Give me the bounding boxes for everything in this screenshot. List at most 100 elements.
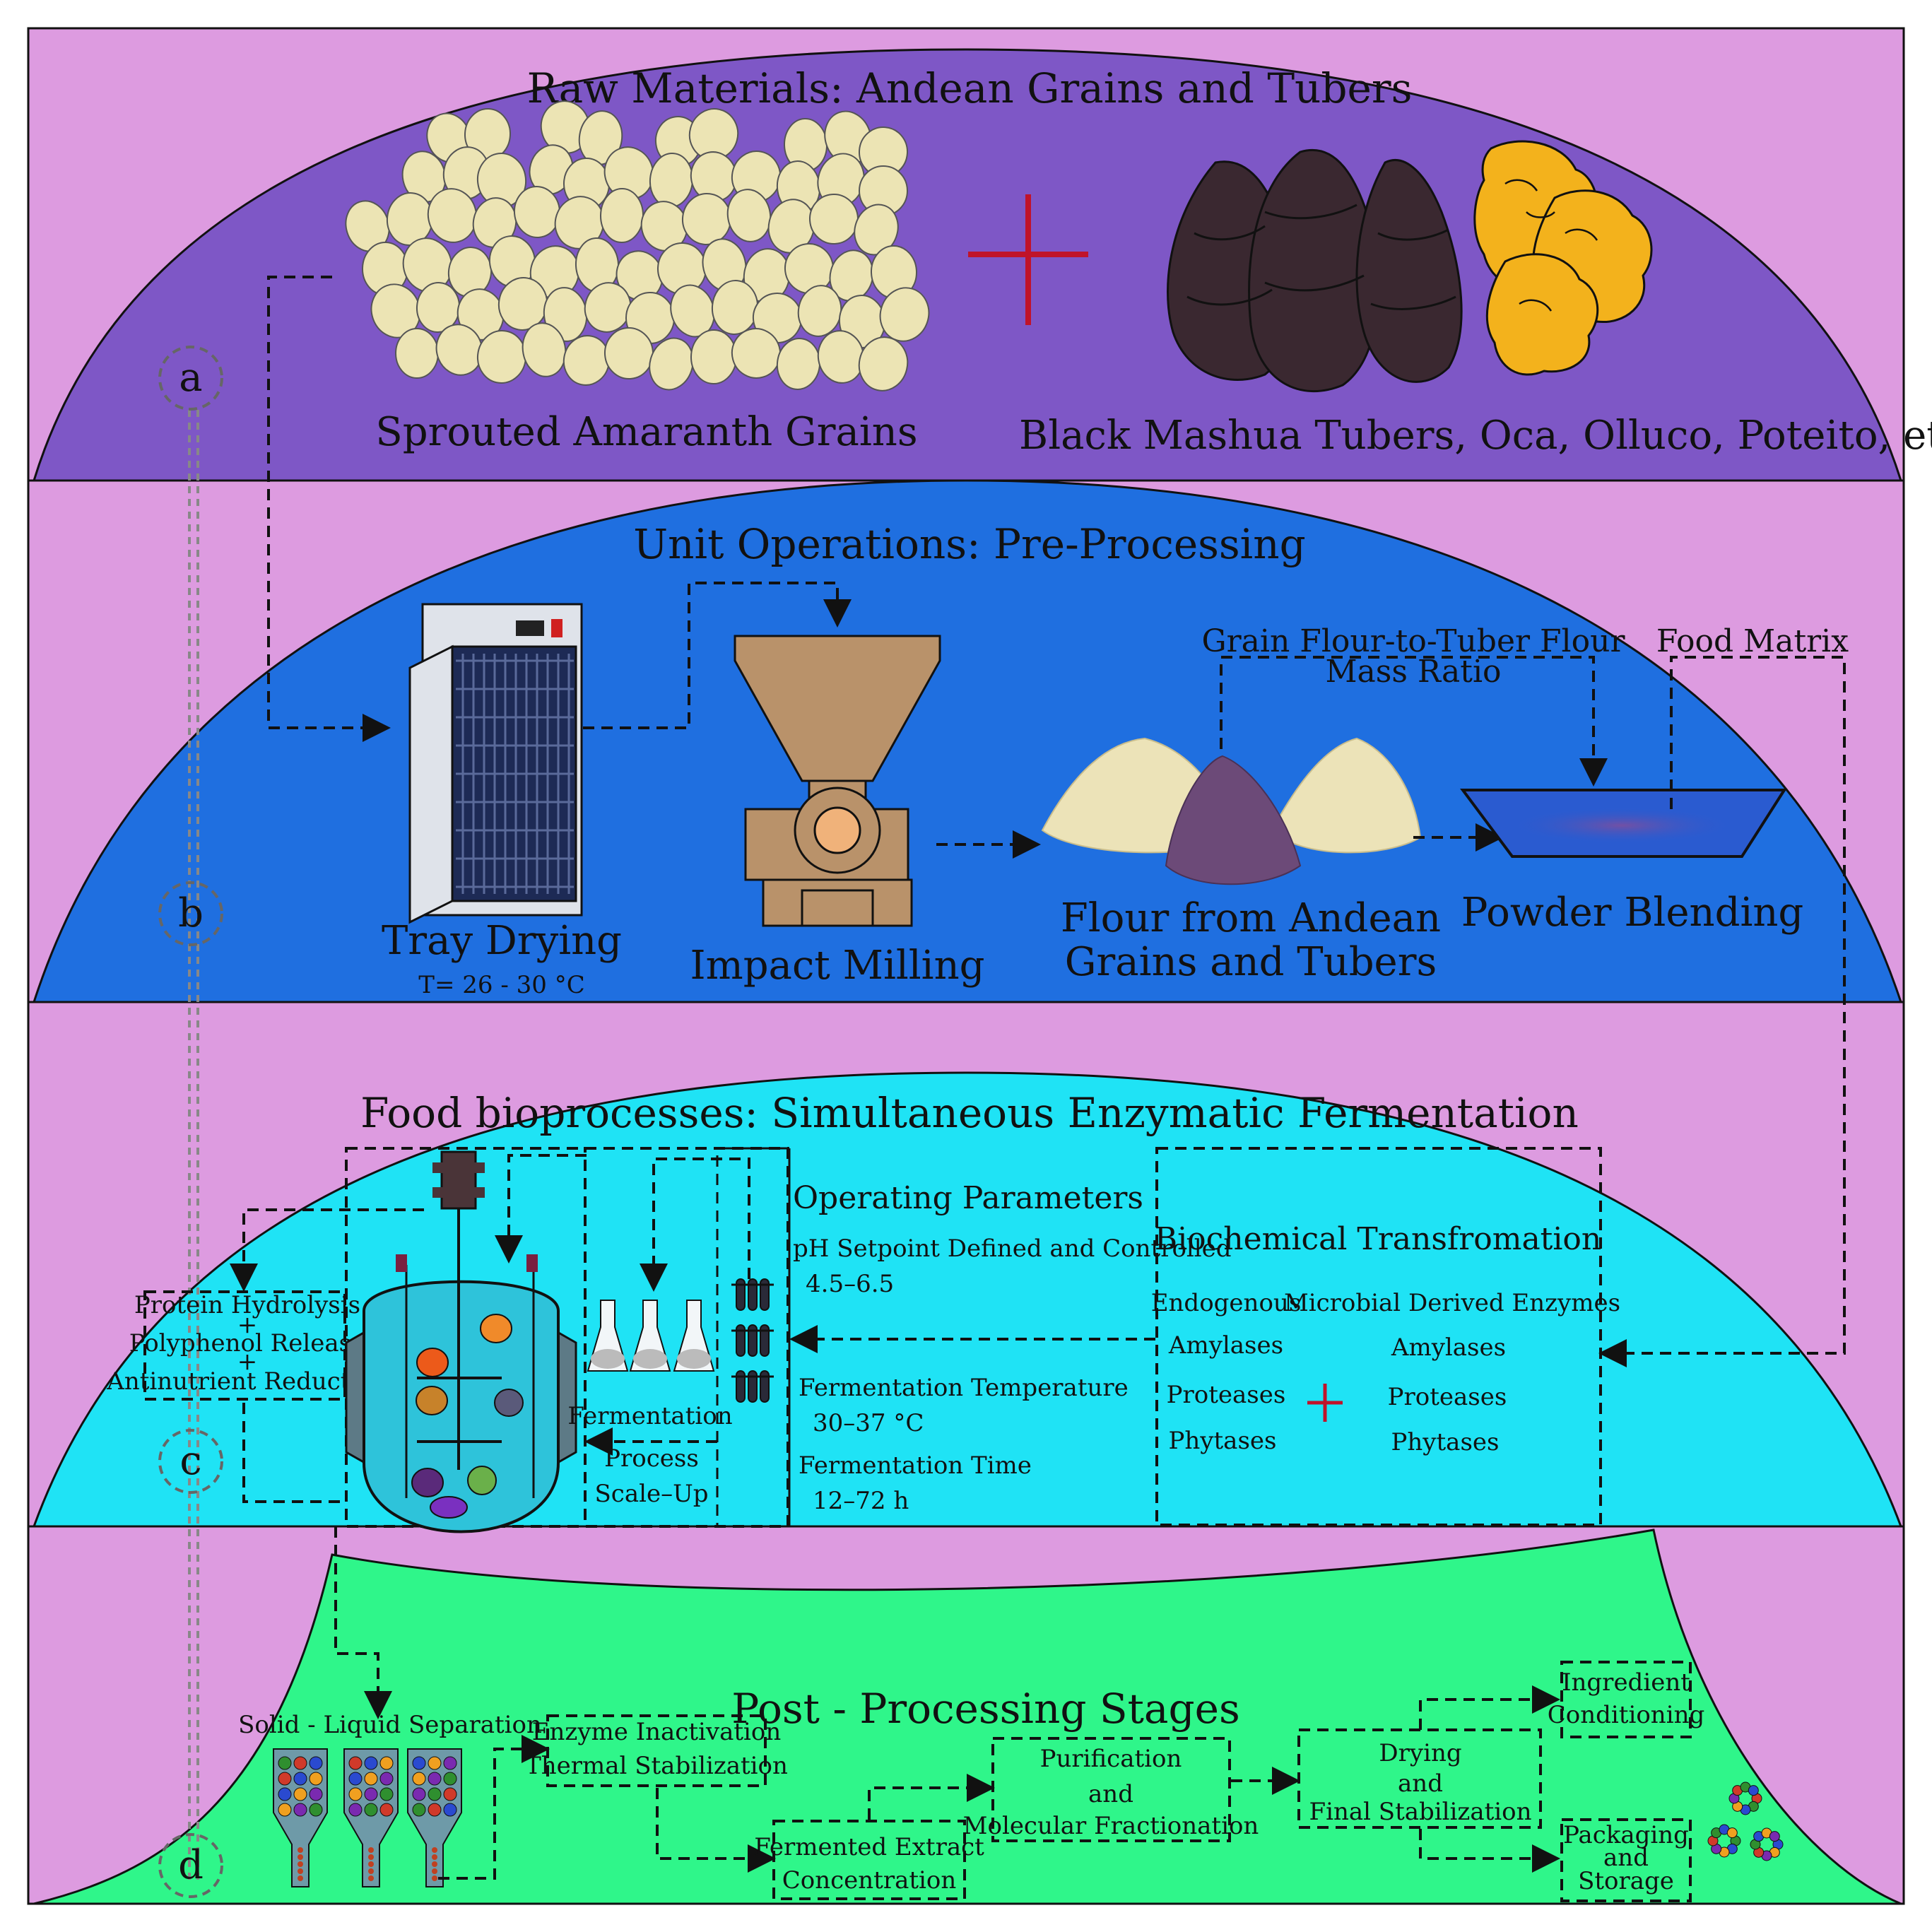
ph-label: pH Setpoint Defined and Controlled [793, 1235, 1232, 1263]
tray-dryer-illustration [408, 603, 583, 924]
svg-text:Enzyme Inactivation: Enzyme Inactivation [532, 1718, 782, 1746]
fermentation-label: Fermentation [567, 1402, 732, 1430]
test-tube [736, 1370, 746, 1403]
grains-label: Sprouted Amaranth Grains [375, 409, 917, 455]
drying-box: Drying and Final Stabilization [1297, 1728, 1542, 1829]
effects-box: Protein Hydrolysis + Polyphenol Release … [106, 1290, 388, 1401]
svg-text:a: a [179, 355, 202, 401]
ratio-label-line2: Mass Ratio [1325, 654, 1501, 690]
svg-text:Polyphenol Release: Polyphenol Release [129, 1329, 365, 1357]
test-tube [736, 1278, 746, 1311]
amaranth-grains-illustration [345, 100, 930, 391]
arrow-drying-to-packaging [1419, 1829, 1560, 1873]
black-mashua-tubers-illustration [1167, 148, 1463, 392]
test-tube [736, 1324, 746, 1357]
amaranth-grain [554, 196, 605, 249]
svg-text:Fermented Extract: Fermented Extract [754, 1833, 984, 1861]
svg-text:Proteases: Proteases [1388, 1383, 1507, 1411]
svg-text:Biochemical Transfromation: Biochemical Transfromation [1155, 1221, 1602, 1257]
packaging-box: Packaging and Storage [1560, 1818, 1692, 1902]
bioreactor-illustration [345, 1150, 577, 1533]
test-tube [760, 1278, 770, 1311]
plus-sign-raw [968, 194, 1088, 325]
svg-text:Conditioning: Conditioning [1548, 1701, 1704, 1729]
amaranth-grain [603, 327, 654, 379]
amaranth-grain [690, 329, 738, 384]
arrow-dryer-to-mill [583, 582, 852, 729]
amaranth-grain [731, 328, 782, 379]
svg-text:Endogenous: Endogenous [1151, 1289, 1302, 1317]
post-processing-dome [33, 1528, 1902, 1905]
svg-text:Storage: Storage [1578, 1867, 1674, 1895]
svg-text:Amylases: Amylases [1391, 1333, 1506, 1362]
ingredient-box: Ingredient Conditioning [1548, 1661, 1704, 1738]
svg-text:Protein Hydrolysis: Protein Hydrolysis [134, 1291, 360, 1319]
arrow-tubes-to-flasks [640, 1158, 750, 1292]
purification-box: Purification and Molecular Fractionation [963, 1737, 1259, 1842]
scaleup-box [584, 1147, 789, 1528]
tubers-label: Black Mashua Tubers, Oca, Olluco, Poteit… [1019, 413, 1932, 459]
temp-label: Fermentation Temperature [799, 1374, 1129, 1402]
product-molecules-illustration [1707, 1781, 1784, 1861]
amaranth-grain [854, 204, 899, 256]
svg-text:Drying: Drying [1379, 1739, 1461, 1767]
amaranth-grain [522, 322, 567, 377]
time-value: 12–72 h [813, 1487, 909, 1515]
scaleup-label-line1: Process [604, 1444, 699, 1473]
marker-a: a [158, 346, 223, 411]
ratio-bracket [1220, 656, 1608, 787]
biochemical-box: Biochemical Transfromation Endogenous Mi… [1151, 1147, 1620, 1526]
svg-text:Molecular Fractionation: Molecular Fractionation [963, 1812, 1259, 1840]
test-tube [748, 1324, 758, 1357]
impact-mill-illustration [734, 635, 941, 927]
arrow-flask-to-reactor [495, 1154, 587, 1264]
flour-label-line2: Grains and Tubers [1065, 939, 1437, 985]
bio-title: Food bioprocesses: Simultaneous Enzymati… [360, 1089, 1579, 1137]
svg-text:Antinutrient Reduction: Antinutrient Reduction [106, 1367, 387, 1396]
arrow-drying-to-ingredient [1419, 1685, 1560, 1730]
svg-text:and: and [1088, 1780, 1133, 1808]
amaranth-grain [649, 337, 694, 391]
marker-d: d [158, 1833, 223, 1898]
ratio-label-line1: Grain Flour-to-Tuber Flour [1202, 623, 1626, 659]
svg-text:Concentration: Concentration [782, 1866, 957, 1895]
svg-text:Final Stabilization: Final Stabilization [1309, 1798, 1531, 1826]
svg-text:d: d [178, 1842, 204, 1888]
svg-text:Amylases: Amylases [1168, 1331, 1283, 1360]
svg-text:Thermal Stabilization: Thermal Stabilization [525, 1752, 788, 1780]
post-title: Post - Processing Stages [731, 1685, 1239, 1733]
test-tube [760, 1370, 770, 1403]
pre-title: Unit Operations: Pre-Processing [633, 520, 1305, 568]
arrow-reactor-to-separation [334, 1526, 392, 1719]
tray-drying-label: Tray Drying [382, 918, 622, 964]
amaranth-grain [858, 336, 909, 391]
amaranth-grain [472, 197, 517, 248]
food-matrix-line [1598, 656, 1846, 1367]
svg-text:b: b [178, 890, 204, 936]
arrow-inactivation-to-concentration [656, 1788, 776, 1873]
inactivation-box: Enzyme Inactivation Thermal Stabilizatio… [525, 1714, 788, 1787]
raw-title: Raw Materials: Andean Grains and Tubers [527, 64, 1413, 112]
marker-c: c [158, 1429, 223, 1494]
culture-tubes-illustration [731, 1278, 774, 1403]
temp-value: 30–37 °C [813, 1409, 924, 1437]
arrow-separation-to-inactivation [438, 1735, 550, 1880]
concentration-box: Fermented Extract Concentration [754, 1820, 984, 1900]
flour-label-line1: Flour from Andean [1061, 895, 1441, 941]
amaranth-grain [395, 328, 439, 379]
svg-text:Proteases: Proteases [1167, 1381, 1286, 1409]
svg-text:Phytases: Phytases [1391, 1428, 1500, 1456]
amaranth-grain [599, 188, 644, 243]
arrow-reactor-to-effects [230, 1208, 424, 1292]
arrow-effects-loop [242, 1403, 346, 1503]
svg-text:Purification: Purification [1040, 1745, 1182, 1773]
time-label: Fermentation Time [799, 1451, 1032, 1480]
operating-parameters-title: Operating Parameters [793, 1180, 1143, 1216]
svg-text:+: + [237, 1311, 258, 1339]
svg-text:Ingredient: Ingredient [1562, 1668, 1690, 1697]
scaleup-label-line2: Scale–Up [594, 1480, 708, 1508]
separation-label: Solid - Liquid Separation [238, 1711, 542, 1739]
svg-text:c: c [179, 1438, 201, 1484]
svg-text:Phytases: Phytases [1169, 1427, 1277, 1455]
